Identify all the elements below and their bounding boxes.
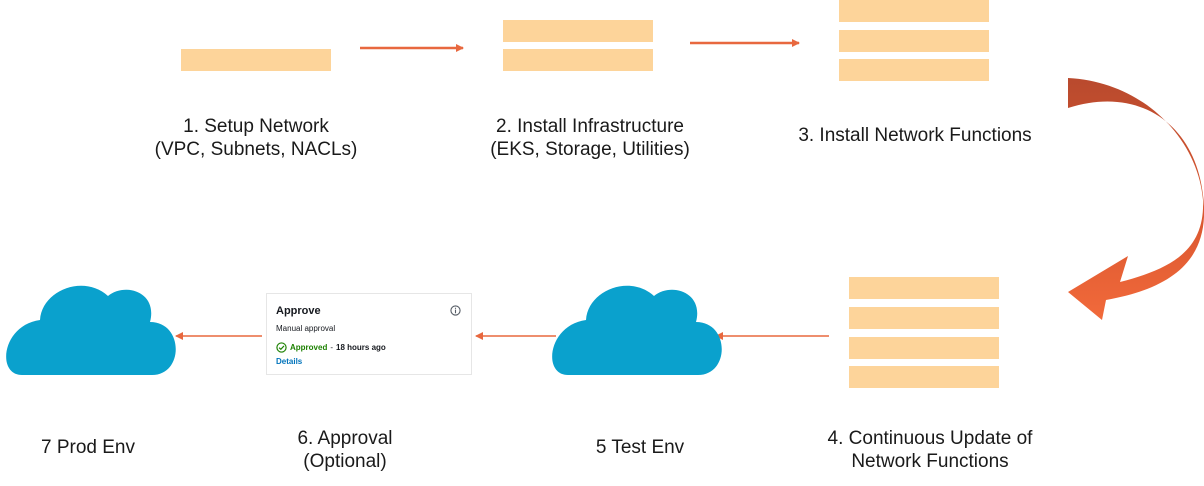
approval-status: Approved - 18 hours ago — [276, 342, 386, 353]
approval-card-subtitle: Manual approval — [276, 324, 336, 333]
step-3-label: 3. Install Network Functions — [770, 124, 1060, 147]
approval-status-time: 18 hours ago — [336, 343, 386, 352]
curved-arrow-step3-to-step4 — [1068, 78, 1204, 320]
step-6-title: 6. Approval — [297, 428, 393, 449]
step-4-label: 4. Continuous Update of Network Function… — [795, 427, 1065, 473]
step-1-title: 1. Setup Network — [183, 116, 329, 137]
step-6-subtitle: (Optional) — [303, 451, 387, 472]
step-6-label: 6. Approval (Optional) — [260, 427, 430, 473]
approval-details-link[interactable]: Details — [276, 357, 303, 366]
step-5-label: 5 Test Env — [560, 436, 720, 459]
step-1-bar — [181, 49, 331, 71]
step-3-bar — [839, 30, 989, 52]
step-4-bar — [849, 366, 999, 388]
cloud-icon — [552, 285, 722, 375]
step-1-label: 1. Setup Network (VPC, Subnets, NACLs) — [136, 115, 376, 161]
step-4-bar — [849, 307, 999, 329]
step-7-label: 7 Prod Env — [8, 436, 168, 459]
step-4-subtitle: Network Functions — [851, 451, 1009, 472]
step-2-bar — [503, 49, 653, 71]
step-3-bar — [839, 0, 989, 22]
step-7-title: 7 Prod Env — [41, 437, 135, 458]
check-circle-icon — [276, 342, 287, 353]
approval-card: Approve Manual approval Approved - 18 ho… — [266, 293, 472, 375]
step-2-label: 2. Install Infrastructure (EKS, Storage,… — [455, 115, 725, 161]
step-2-title: 2. Install Infrastructure — [496, 116, 684, 137]
step-4-bar — [849, 277, 999, 299]
step-4-bar — [849, 337, 999, 359]
step-4-title: 4. Continuous Update of — [827, 428, 1033, 449]
step-3-title: 3. Install Network Functions — [798, 125, 1032, 146]
cloud-icon — [6, 285, 176, 375]
approval-status-text: Approved — [290, 343, 328, 352]
info-icon[interactable] — [450, 305, 461, 316]
step-1-subtitle: (VPC, Subnets, NACLs) — [154, 139, 358, 160]
step-2-subtitle: (EKS, Storage, Utilities) — [490, 139, 690, 160]
approval-status-separator: - — [330, 343, 334, 352]
step-5-title: 5 Test Env — [595, 437, 685, 458]
step-3-bar — [839, 59, 989, 81]
step-2-bar — [503, 20, 653, 42]
approval-card-title: Approve — [276, 305, 321, 317]
